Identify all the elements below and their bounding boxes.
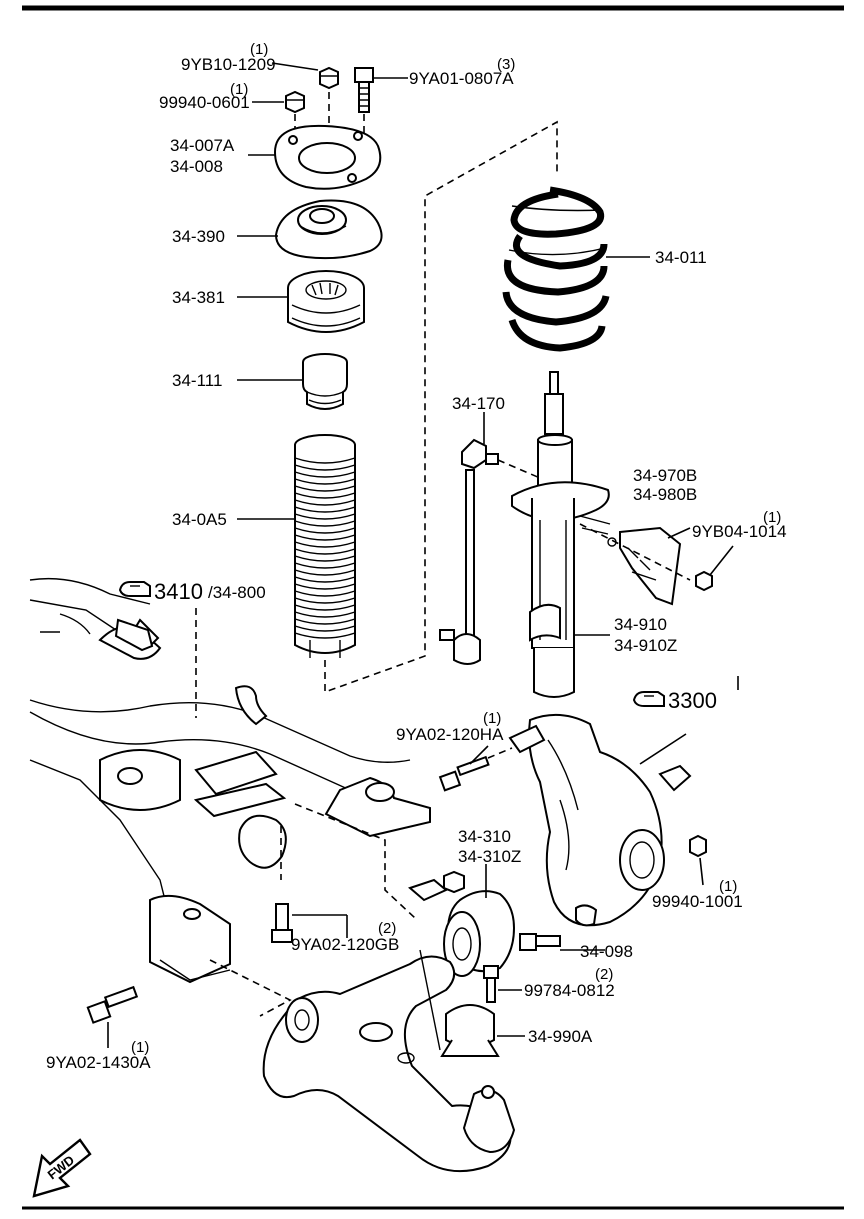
boot-rib — [294, 632, 356, 639]
leader-lines — [107, 62, 739, 1048]
bolt-9YA02-120GB — [271, 903, 293, 943]
bushing-34-990A — [440, 1004, 500, 1057]
pointing-hand-icon — [632, 691, 665, 707]
label-9YA01-0807A: 9YA01-0807A — [409, 69, 514, 88]
label-99940-1001: 99940-1001 — [652, 892, 743, 911]
boot-rib — [294, 464, 356, 471]
label-34-0A5: 34-0A5 — [172, 510, 227, 529]
label-34-381: 34-381 — [172, 288, 225, 307]
label-34-910Z: 34-910Z — [614, 636, 677, 655]
boot-rib — [294, 618, 356, 625]
ref-34-800[interactable]: /34-800 — [208, 583, 266, 602]
lower-control-arm — [262, 949, 516, 1173]
label-9YA02-1430A: 9YA02-1430A — [46, 1053, 151, 1072]
label-9YA02-120HA: 9YA02-120HA — [396, 725, 504, 744]
mount-plate-34-007A — [273, 124, 382, 190]
boot-rib — [294, 534, 356, 541]
boot-rib — [294, 527, 356, 534]
label-9YA02-120GB: 9YA02-120GB — [291, 935, 399, 954]
label-34-390: 34-390 — [172, 227, 225, 246]
label-9YB04-1014-qty: (1) — [763, 509, 781, 526]
dust-boot-34-0A5 — [294, 434, 356, 658]
label-99940-1001-qty: (1) — [719, 878, 737, 895]
boot-rib — [294, 604, 356, 611]
stabilizer-link-34-170 — [439, 438, 541, 665]
boot-rib — [294, 576, 356, 583]
steering-knuckle-3300 — [508, 713, 692, 927]
label-9YB04-1014: 9YB04-1014 — [692, 522, 787, 541]
boot-rib — [294, 471, 356, 478]
label-34-310Z: 34-310Z — [458, 847, 521, 866]
ref-3300[interactable]: 3300 — [668, 688, 717, 713]
label-34-910: 34-910 — [614, 615, 667, 634]
bracket-34-970B — [579, 523, 713, 606]
bolt-9YA02-1430A — [86, 985, 139, 1024]
strut-mount-34-390 — [274, 199, 383, 260]
label-99784-0812-qty: (2) — [595, 966, 613, 983]
label-34-970B: 34-970B — [633, 466, 697, 485]
boot-rib — [294, 499, 356, 506]
bolt-9YA01-0807A — [354, 67, 374, 113]
boot-rib — [294, 520, 356, 527]
label-34-098: 34-098 — [580, 942, 633, 961]
label-9YA02-120HA-qty: (1) — [483, 710, 501, 727]
label-34-111: 34-111 — [172, 371, 222, 390]
label-34-980B: 34-980B — [633, 485, 697, 504]
label-34-011: 34-011 — [655, 248, 707, 267]
strut-34-910 — [511, 371, 611, 698]
boot-rib — [294, 562, 356, 569]
fwd-arrow-icon: FWD — [32, 1138, 92, 1198]
label-34-990A: 34-990A — [528, 1027, 593, 1046]
coil-spring-34-011 — [502, 186, 610, 352]
nut-9YB10-1209 — [319, 66, 339, 90]
label-9YA01-0807A-qty: (3) — [497, 56, 515, 73]
boot-rib — [294, 506, 356, 513]
boot-rib — [294, 457, 356, 464]
bushing-34-310 — [408, 870, 516, 977]
boot-rib — [294, 590, 356, 597]
pointing-hand-icon — [118, 581, 151, 597]
boot-rib — [294, 625, 356, 632]
boot-rib — [294, 555, 356, 562]
boot-rib — [294, 485, 356, 492]
label-9YB10-1209-qty: (1) — [250, 41, 268, 58]
label-99784-0812: 99784-0812 — [524, 981, 615, 1000]
label-99940-0601-qty: (1) — [230, 81, 248, 98]
boot-rib — [294, 611, 356, 618]
bolt-34-098 — [519, 933, 561, 951]
boot-rib — [294, 597, 356, 604]
ref-3410[interactable]: 3410 — [154, 579, 203, 604]
boot-rib — [294, 492, 356, 499]
label-9YA02-120GB-qty: (2) — [378, 920, 396, 937]
nut-99940-1001 — [689, 834, 707, 858]
label-34-310: 34-310 — [458, 827, 511, 846]
boot-rib — [294, 548, 356, 555]
boot-rib — [294, 513, 356, 520]
crossmember-3410 — [29, 577, 431, 984]
label-9YA02-1430A-qty: (1) — [131, 1039, 149, 1056]
boot-rib — [294, 541, 356, 548]
bolt-99784-0812 — [483, 965, 499, 1003]
boot-rib — [294, 569, 356, 576]
bump-stop-34-111 — [302, 353, 348, 410]
label-34-170: 34-170 — [452, 394, 505, 413]
label-99940-0601: 99940-0601 — [159, 93, 250, 112]
label-34-007A: 34-007A — [170, 136, 235, 155]
label-34-008: 34-008 — [170, 157, 223, 176]
boot-rib — [294, 583, 356, 590]
bolt-9YA02-120HA — [438, 747, 513, 792]
nut-99940-0601 — [285, 90, 305, 114]
bearing-34-381 — [287, 270, 365, 333]
label-9YB10-1209: 9YB10-1209 — [181, 55, 276, 74]
boot-rib — [294, 478, 356, 485]
